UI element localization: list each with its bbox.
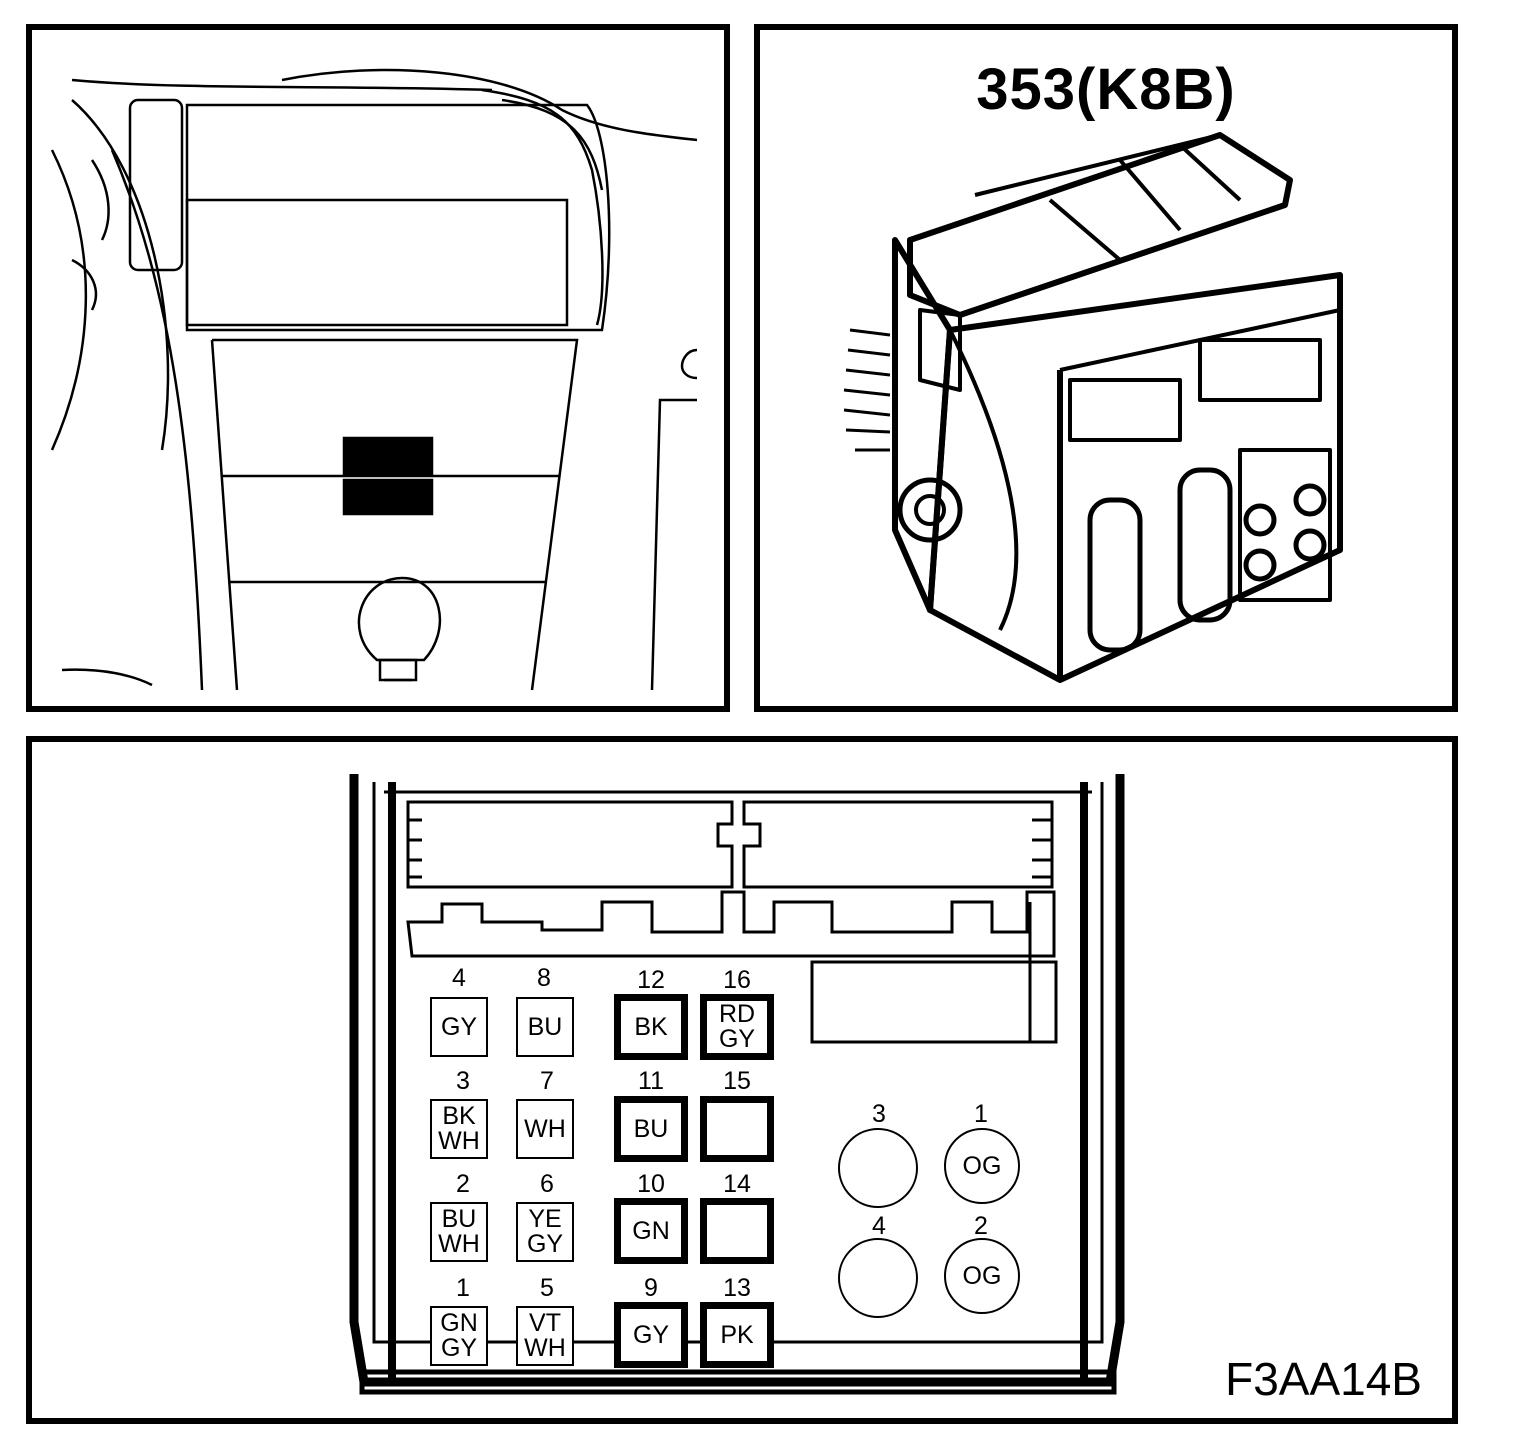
pin-number: 8: [537, 964, 551, 992]
wire-color: RD: [718, 1000, 756, 1028]
wire-color: BU: [441, 1205, 477, 1233]
pin-cavity: BU: [614, 1096, 688, 1162]
pin-number: 2: [456, 1170, 470, 1198]
pin-cavity: BK: [614, 994, 688, 1060]
wire-color: BK: [442, 1102, 476, 1130]
pin-cavity: WH: [516, 1099, 574, 1159]
round-pin-cavity: [838, 1128, 918, 1208]
pin-number: 1: [974, 1100, 988, 1128]
pin-cavity: PK: [700, 1302, 774, 1368]
pin-number: 11: [638, 1067, 664, 1095]
connector-face-drawing: [349, 774, 1125, 1395]
pin-cavity: GN: [614, 1198, 688, 1264]
pin-cavity: GY: [430, 997, 488, 1057]
wire-color: BK: [634, 1012, 668, 1041]
pin-number: 3: [872, 1100, 886, 1128]
wire-color: GY: [440, 1012, 478, 1041]
wire-color: GN: [632, 1216, 670, 1245]
wire-color: OG: [962, 1151, 1002, 1180]
connector-drawing: [843, 132, 1343, 683]
pin-number: 12: [637, 966, 665, 994]
pin-number: 4: [452, 964, 466, 992]
wire-color: GN: [440, 1309, 478, 1337]
connector-panel: 353(K8B): [754, 24, 1458, 712]
round-pin-cavity: [838, 1238, 918, 1318]
wire-color: BU: [633, 1114, 669, 1143]
wire-color: BU: [527, 1012, 563, 1041]
pinout-panel: 4 GY 8 BU 12 BK 16 RD GY 3 BK WH 7 WH: [26, 736, 1458, 1424]
pin-number: 9: [644, 1274, 658, 1302]
pin-cavity: BU WH: [430, 1202, 488, 1262]
pin-cavity: VT WH: [516, 1306, 574, 1366]
wire-color-stripe: WH: [438, 1230, 480, 1258]
pin-number: 1: [456, 1274, 470, 1302]
wire-color: OG: [962, 1261, 1002, 1290]
pin-number: 15: [723, 1067, 751, 1095]
pin-number: 3: [456, 1067, 470, 1095]
location-panel: [26, 24, 730, 712]
pin-cavity: [700, 1096, 774, 1162]
wire-color: PK: [720, 1320, 754, 1349]
connector-title: 353(K8B): [976, 57, 1236, 122]
wire-color: GY: [632, 1320, 670, 1349]
pin-cavity: GY: [614, 1302, 688, 1368]
pin-number: 7: [540, 1067, 554, 1095]
pin-number: 6: [540, 1170, 554, 1198]
pin-number: 4: [872, 1212, 886, 1240]
pin-number: 14: [723, 1170, 751, 1198]
wire-color: VT: [529, 1309, 561, 1337]
wire-color-stripe: GY: [440, 1334, 478, 1362]
pin-cavity: RD GY: [700, 994, 774, 1060]
pin-number: 5: [540, 1274, 554, 1302]
pin-cavity: BU: [516, 997, 574, 1057]
dashboard-drawing: [50, 68, 698, 691]
round-pin-cavity: OG: [944, 1128, 1020, 1204]
pin-number: 13: [723, 1274, 751, 1302]
pin-number: 10: [637, 1170, 665, 1198]
round-pin-cavity: OG: [944, 1238, 1020, 1314]
figure-code: F3AA14B: [1225, 1353, 1422, 1405]
pin-number: 16: [723, 966, 751, 994]
pin-cavity: GN GY: [430, 1306, 488, 1366]
wire-color-stripe: WH: [438, 1127, 480, 1155]
pin-cavity: [700, 1198, 774, 1264]
wire-color-stripe: GY: [526, 1230, 564, 1258]
pin-cavity: BK WH: [430, 1099, 488, 1159]
wire-color-stripe: WH: [524, 1334, 566, 1362]
wire-color: YE: [528, 1205, 562, 1233]
pin-cavity: YE GY: [516, 1202, 574, 1262]
wire-color: WH: [524, 1114, 566, 1143]
pin-number: 2: [974, 1212, 988, 1240]
wire-color-stripe: GY: [718, 1025, 756, 1053]
